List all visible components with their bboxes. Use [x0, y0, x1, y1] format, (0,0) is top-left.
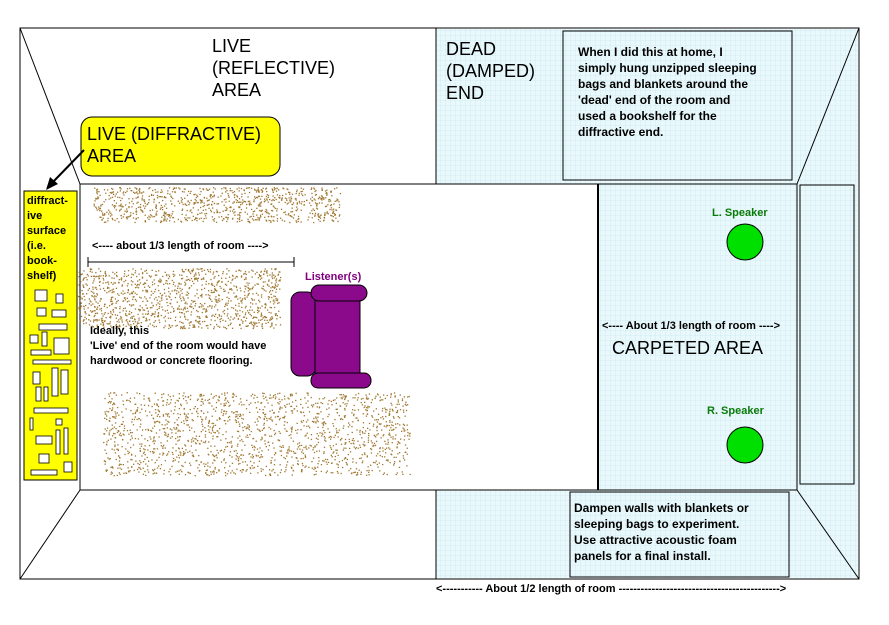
diffractive-surface-label: diffract- ive surface (i.e. book- shelf) [27, 195, 68, 282]
third-length-left-label: <---- about 1/3 length of room ----> [92, 240, 269, 252]
live-diffractive-label: LIVE (DIFFRACTIVE) AREA [87, 124, 262, 166]
bookshelf-items [29, 289, 73, 476]
r-speaker-label: R. Speaker [707, 405, 764, 417]
arrow-icon [46, 149, 85, 190]
sofa-icon [290, 284, 372, 389]
live-reflective-label: LIVE (REFLECTIVE) AREA [212, 36, 336, 100]
room-floor [79, 183, 798, 491]
measure-line [87, 257, 295, 267]
wall-line-bottom-right [796, 489, 860, 580]
live-floor-texture [78, 187, 411, 477]
home-note: When I did this at home, I simply hung u… [578, 45, 757, 139]
listener-label: Listener(s) [305, 271, 362, 283]
speaker-icon-right [726, 426, 764, 464]
home-note-box [562, 30, 793, 181]
carpeted-area-label: CARPETED AREA [612, 338, 764, 358]
l-speaker-label: L. Speaker [712, 207, 768, 219]
wall-line-top-left [19, 27, 81, 185]
third-length-right-label: <---- About 1/3 length of room ----> [602, 320, 781, 332]
half-length-label: <----------- About 1/2 length of room --… [436, 583, 787, 595]
speaker-icon-left [726, 223, 764, 261]
wall-line-bottom-left [19, 489, 81, 580]
dampen-note: Dampen walls with blankets or sleeping b… [574, 501, 749, 563]
carpeted-floor [598, 184, 797, 490]
right-wall-panel [799, 184, 855, 485]
dampen-note-box [569, 491, 790, 578]
ideal-flooring-note: Ideally, this 'Live' end of the room wou… [90, 325, 267, 367]
wall-line-top-right [796, 27, 860, 185]
dead-end-label: DEAD (DAMPED) END [446, 39, 535, 103]
live-diffractive-callout-box [80, 116, 281, 177]
